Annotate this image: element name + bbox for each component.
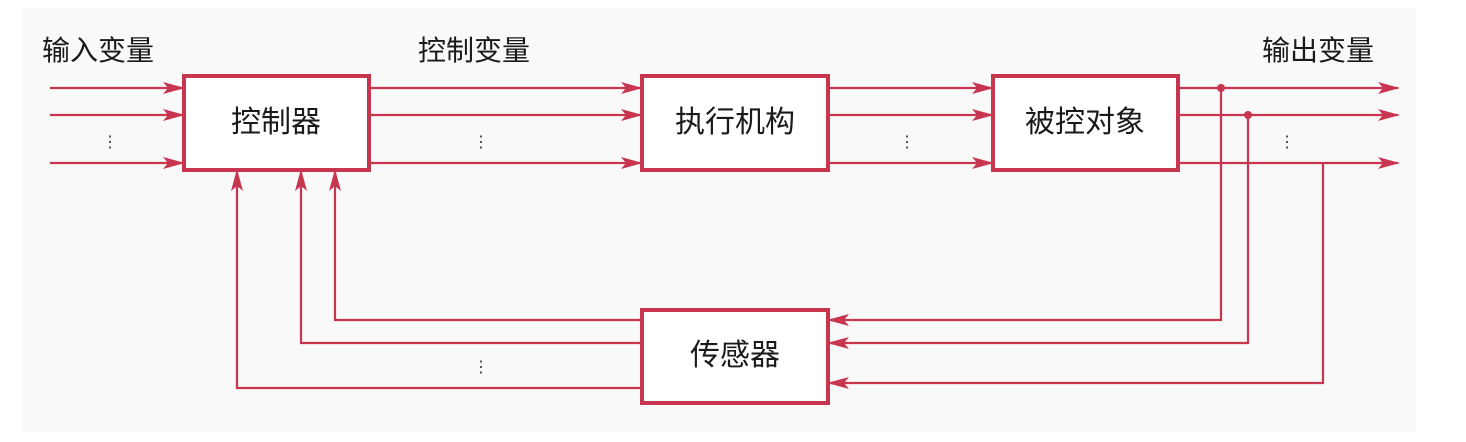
control-variables-label: 控制变量 xyxy=(418,34,530,67)
plant-block: 被控对象 xyxy=(991,74,1180,172)
ellipsis: ⋮ xyxy=(899,132,915,151)
ellipsis: ⋮ xyxy=(473,132,489,151)
actuation-arrows xyxy=(829,82,994,169)
ellipsis: ⋮ xyxy=(1279,132,1295,151)
input-arrows xyxy=(50,82,185,169)
sensor-label: 传感器 xyxy=(690,338,780,373)
output-arrows xyxy=(1179,82,1400,169)
controller-label: 控制器 xyxy=(231,105,321,140)
controller-block: 控制器 xyxy=(182,74,371,172)
output-variables-label: 输出变量 xyxy=(1262,34,1374,67)
actuator-label: 执行机构 xyxy=(675,105,795,140)
plant-label: 被控对象 xyxy=(1025,105,1145,140)
ellipsis: ⋮ xyxy=(102,132,118,151)
control-arrows xyxy=(370,82,643,169)
ellipsis: ⋮ xyxy=(473,357,489,376)
actuator-block: 执行机构 xyxy=(640,74,830,172)
input-variables-label: 输入变量 xyxy=(42,34,154,67)
feedback-lines xyxy=(231,169,642,390)
measurement-lines xyxy=(827,88,1325,389)
sensor-block: 传感器 xyxy=(640,308,830,405)
